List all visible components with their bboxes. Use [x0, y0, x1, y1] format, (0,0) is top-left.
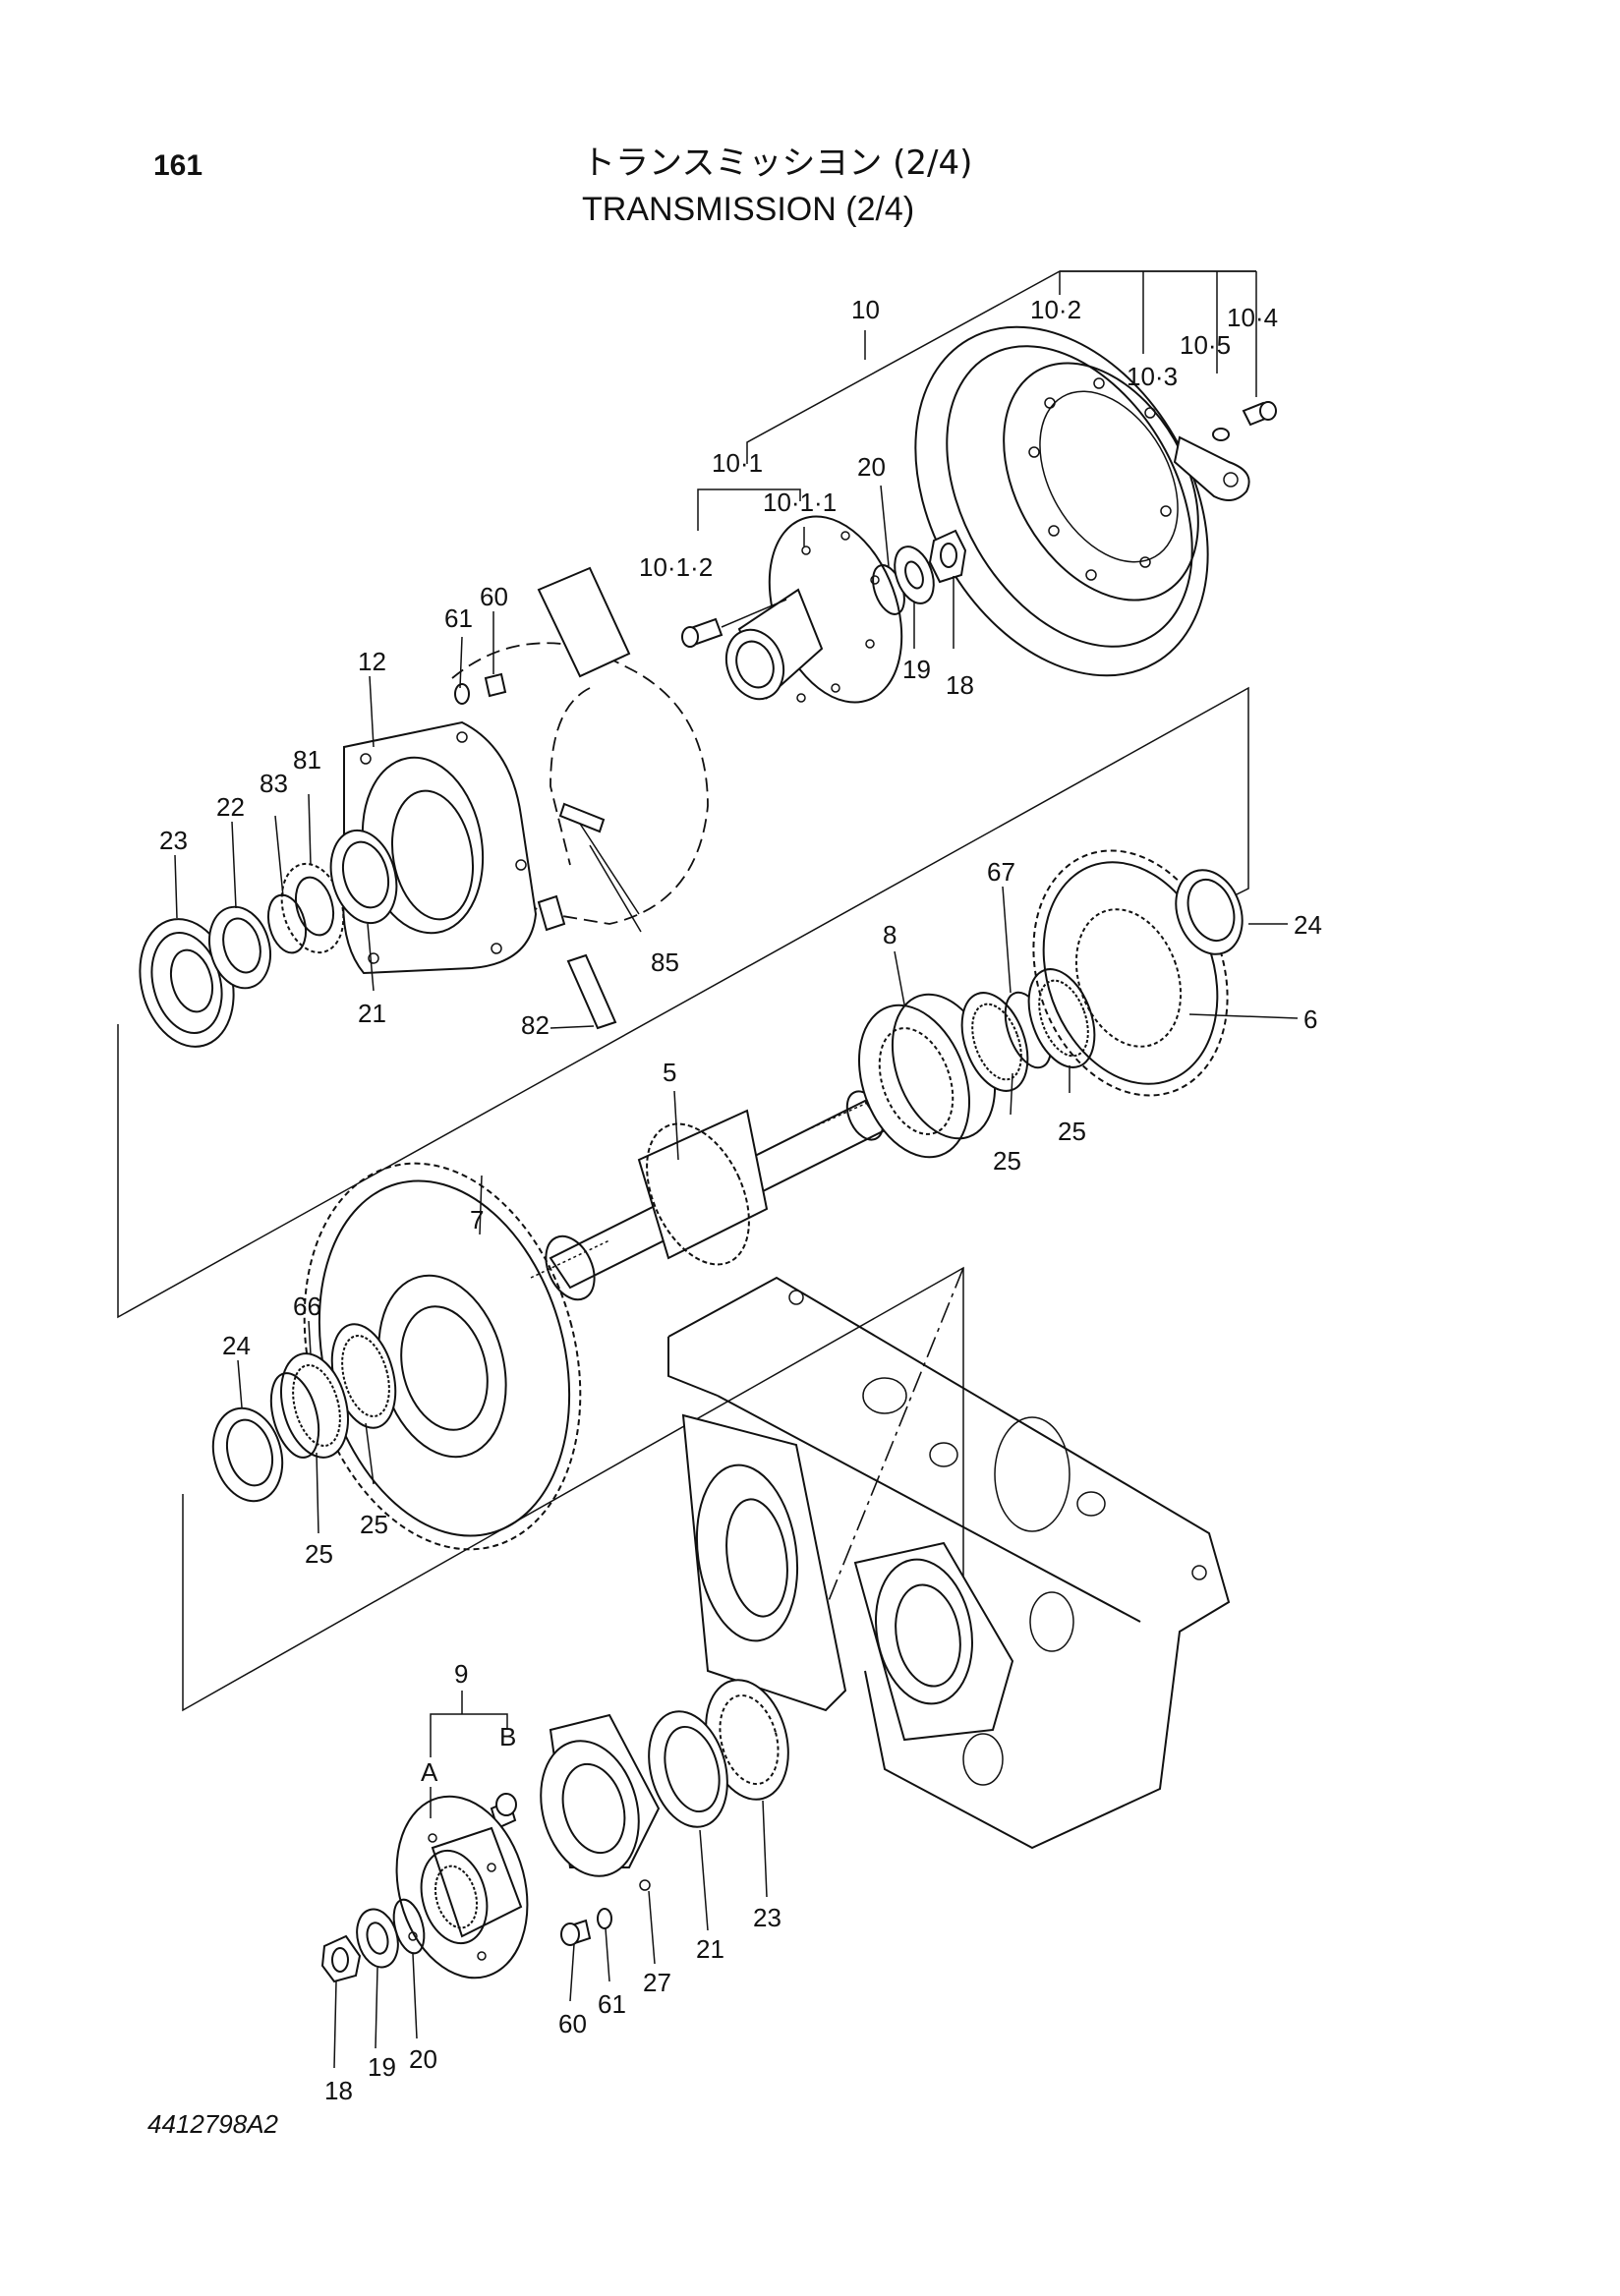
callout-20-bottom: 20 — [409, 2044, 437, 2074]
callout-66: 66 — [293, 1292, 321, 1321]
callout-61-bottom: 61 — [598, 1989, 626, 2019]
page-title-japanese: トランスミッシヨン (2/4) — [582, 144, 973, 183]
flange-9-bracket — [430, 1691, 508, 1818]
callout-10-5: 10·5 — [1180, 330, 1231, 360]
nut-washer-oring-bottom — [320, 1898, 426, 1983]
bolt-washer-bottom — [560, 1908, 612, 1946]
main-shaft-5 — [530, 1090, 887, 1301]
bearing-cover-27 — [540, 1713, 661, 1891]
callout-7: 7 — [470, 1205, 484, 1234]
callout-25-c: 25 — [360, 1510, 388, 1539]
leader-lines — [174, 330, 1299, 2069]
callout-61-top: 61 — [444, 603, 473, 633]
brake-drum-part — [914, 325, 1209, 677]
collar-22 — [208, 905, 271, 990]
page-number: 161 — [153, 149, 203, 182]
callout-23-bottom: 23 — [753, 1903, 781, 1932]
pin-and-sensor — [537, 802, 640, 1030]
callout-22: 22 — [216, 792, 245, 822]
callout-b: B — [499, 1722, 516, 1751]
callout-10-3: 10·3 — [1127, 362, 1178, 391]
transmission-case — [667, 1276, 1231, 1850]
callout-24-left: 24 — [222, 1331, 251, 1360]
oil-seal-21-bottom — [648, 1710, 728, 1828]
callout-8: 8 — [883, 920, 897, 949]
callout-12: 12 — [358, 647, 386, 676]
page-title-english: TRANSMISSION (2/4) — [582, 191, 915, 228]
callout-25-a: 25 — [1058, 1117, 1086, 1146]
thrust-washer-24-left — [211, 1406, 284, 1503]
callout-10-1-2: 10·1·2 — [639, 552, 713, 582]
callout-23-top: 23 — [159, 826, 188, 855]
callout-a: A — [421, 1757, 438, 1787]
callout-19-top: 19 — [902, 655, 931, 684]
case-reference-lines — [182, 1266, 964, 1712]
flange-10-1-part — [681, 515, 903, 704]
oil-seal-21-top — [329, 829, 398, 925]
callout-60-bottom: 60 — [558, 2009, 587, 2038]
thrust-washer-24-right — [1175, 869, 1244, 955]
callout-10-1: 10·1 — [712, 448, 763, 478]
callout-6: 6 — [1303, 1004, 1317, 1034]
callout-85: 85 — [651, 947, 679, 977]
callout-25-d: 25 — [305, 1539, 333, 1569]
callout-83: 83 — [260, 769, 288, 798]
callout-21-bottom: 21 — [696, 1934, 724, 1964]
callout-18-top: 18 — [946, 670, 974, 700]
callout-10-4: 10·4 — [1227, 303, 1278, 332]
needle-bearings-25-left — [269, 1323, 397, 1459]
callout-81: 81 — [293, 745, 321, 775]
output-flange-a — [395, 1795, 529, 1980]
coupling-sleeve-8 — [857, 993, 997, 1159]
callout-labels: 10 10·2 10·4 10·5 10·3 10·1 10·1·1 20 10… — [159, 295, 1322, 2105]
bolt-washer-top — [454, 672, 507, 705]
callout-19-bottom: 19 — [368, 2052, 396, 2082]
callout-25-b: 25 — [993, 1146, 1021, 1176]
assembly-10-bracket — [697, 270, 1257, 531]
nut-washer-oring-top — [872, 529, 967, 615]
callout-18-bottom: 18 — [324, 2076, 353, 2105]
long-group-bracket — [117, 686, 1249, 1319]
needle-bearings-25-right — [960, 968, 1096, 1092]
callout-67: 67 — [987, 857, 1015, 887]
callout-24-right: 24 — [1294, 910, 1322, 940]
callout-27: 27 — [643, 1968, 671, 1997]
drawing-code: 4412798A2 — [147, 2109, 279, 2139]
callout-20-top: 20 — [857, 452, 886, 482]
callout-60-top: 60 — [480, 582, 508, 611]
callout-10-2: 10·2 — [1030, 295, 1081, 324]
callout-10-1-1: 10·1·1 — [763, 488, 837, 517]
callout-82: 82 — [521, 1010, 550, 1040]
drum-plate-and-bolt — [1173, 401, 1277, 501]
callout-10: 10 — [851, 295, 880, 324]
callout-21-top: 21 — [358, 999, 386, 1028]
ring-83 — [266, 893, 308, 954]
callout-5: 5 — [663, 1058, 676, 1087]
callout-9: 9 — [454, 1659, 468, 1689]
